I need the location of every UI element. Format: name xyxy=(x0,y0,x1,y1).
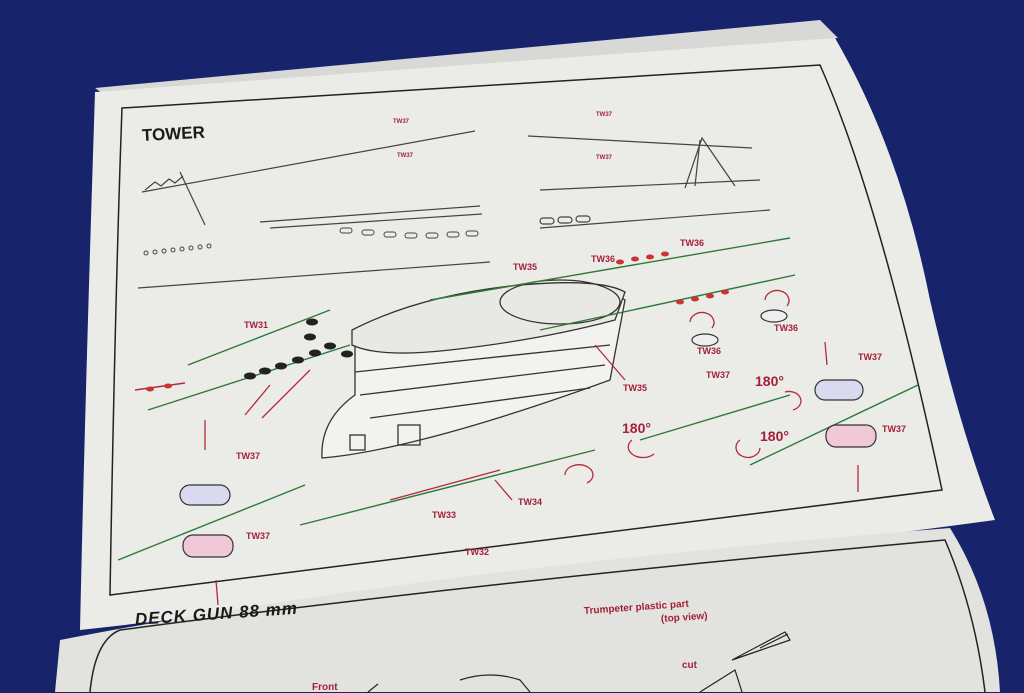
rotation-180-label: 180° xyxy=(760,428,789,444)
lower-page-border xyxy=(89,539,986,692)
label-tw37: TW37 xyxy=(246,531,271,541)
label-tw35: TW35 xyxy=(623,383,648,393)
label-tw37: TW37 xyxy=(596,112,613,118)
rotation-180-label: 180° xyxy=(755,373,784,389)
wire-red xyxy=(389,469,501,501)
top-left-diagram xyxy=(137,130,491,289)
label-tw33: TW33 xyxy=(432,510,457,520)
red-beads xyxy=(146,251,729,392)
lower-page xyxy=(55,528,1000,692)
deck-gun-drawing xyxy=(367,631,791,692)
label-tw36: TW36 xyxy=(697,346,722,356)
wire-green xyxy=(299,449,596,526)
top-right-diagram xyxy=(527,135,771,229)
label-tw37: TW37 xyxy=(236,451,261,461)
arrows xyxy=(204,289,859,606)
label-tw34: TW34 xyxy=(518,497,543,507)
label-tw37: TW37 xyxy=(393,119,410,125)
label-tw31: TW31 xyxy=(244,320,269,330)
label-tw37: TW37 xyxy=(397,153,414,159)
wire-green xyxy=(639,394,791,441)
wire-green xyxy=(187,309,331,366)
label-tw36: TW36 xyxy=(774,323,799,333)
cut-note: cut xyxy=(682,660,697,671)
wire-green xyxy=(539,274,796,331)
label-tw36: TW36 xyxy=(591,254,616,264)
black-beads xyxy=(244,318,353,380)
tower-drawing xyxy=(321,279,626,459)
turnbuckle-parts xyxy=(179,309,877,558)
rotation-180-label: 180° xyxy=(622,420,651,436)
top-left-beads xyxy=(143,227,479,256)
label-tw35: TW35 xyxy=(513,262,538,272)
label-tw37: TW37 xyxy=(858,352,883,362)
wire-green xyxy=(429,237,791,301)
label-tw37: TW37 xyxy=(706,370,731,380)
label-tw32: TW32 xyxy=(465,547,490,557)
front-note: Front xyxy=(312,682,338,693)
wire-green xyxy=(117,484,306,561)
label-tw37: TW37 xyxy=(596,155,613,161)
label-tw37: TW37 xyxy=(882,424,907,434)
tower-title: TOWER xyxy=(141,122,206,145)
label-tw36: TW36 xyxy=(680,238,705,248)
wire-red xyxy=(134,382,186,391)
